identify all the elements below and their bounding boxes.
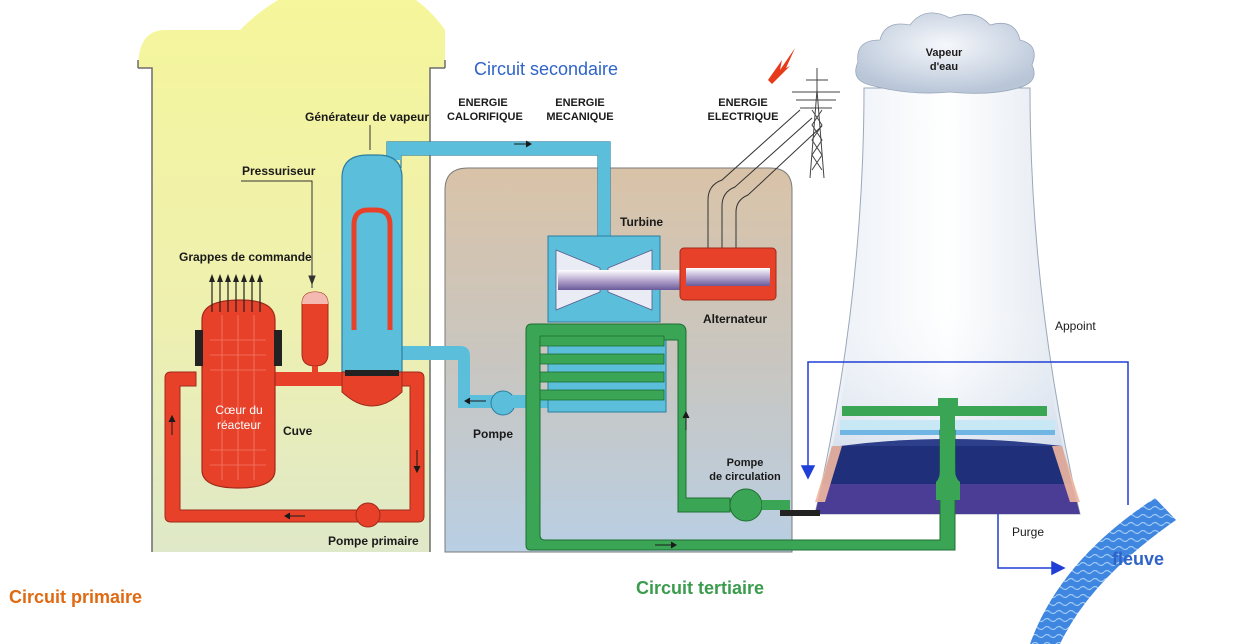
top-title-cut-1 — [208, 0, 358, 2]
title-circuit-secondaire: Circuit secondaire — [474, 59, 619, 79]
label-alternator: Alternateur — [703, 312, 768, 326]
label-reactor-core: Cœur du réacteur — [215, 403, 263, 432]
electric-pylon — [792, 68, 840, 179]
pressurizer — [301, 291, 329, 378]
label-steam-generator: Générateur de vapeur — [305, 110, 430, 124]
label-control-rods: Grappes de commande — [179, 250, 312, 264]
reactor-vessel — [195, 274, 282, 489]
tertiary-loop — [525, 323, 1047, 551]
label-turbine: Turbine — [620, 215, 664, 229]
title-circuit-primaire: Circuit primaire — [9, 587, 143, 607]
title-circuit-tertiaire: Circuit tertiaire — [636, 578, 765, 598]
power-lines — [707, 109, 823, 248]
label-water-vapor: Vapeur d'eau — [925, 47, 963, 73]
energy-calorific-label: ENERGIE CALORIFIQUE — [447, 97, 523, 123]
energy-electric-label: ENERGIE ELECTRIQUE — [707, 97, 779, 123]
energy-mechanical-label: ENERGIE MECANIQUE — [546, 97, 614, 123]
lightning-icon — [768, 48, 795, 84]
label-pressurizer: Pressuriseur — [242, 164, 316, 178]
label-circulation-pump: Pompe de circulation — [709, 457, 781, 483]
label-river: fleuve — [1112, 549, 1165, 569]
flow-arrows — [168, 140, 690, 549]
label-purge: Purge — [1012, 525, 1045, 539]
label-vessel: Cuve — [283, 424, 313, 438]
alternator — [679, 247, 777, 301]
label-pump: Pompe — [473, 427, 514, 441]
label-makeup: Appoint — [1055, 319, 1096, 333]
steam-generator — [341, 154, 403, 373]
secondary-loop-fill — [387, 142, 610, 416]
primary-loop — [164, 370, 425, 528]
control-rods — [211, 278, 261, 312]
makeup-purge-arrows — [800, 361, 1129, 576]
steam-cloud — [855, 12, 1035, 94]
river — [1030, 498, 1176, 644]
label-primary-pump: Pompe primaire — [328, 534, 419, 548]
leader-lines — [241, 125, 371, 288]
